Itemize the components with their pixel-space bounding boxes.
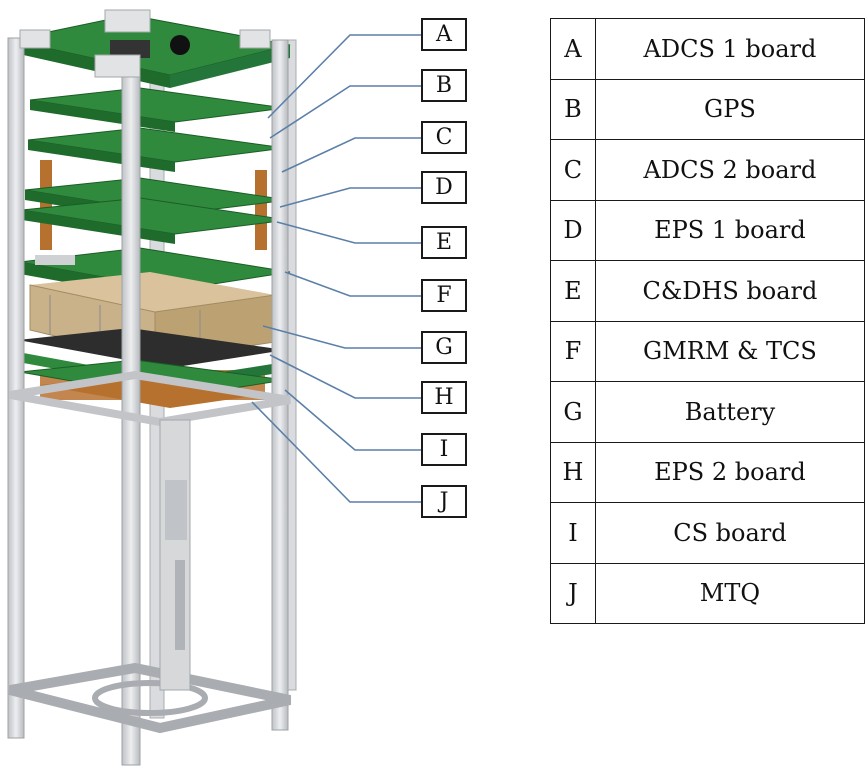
leader-line-a: [267, 34, 421, 119]
leader-line-j: [251, 401, 421, 503]
legend-key: C: [550, 139, 596, 201]
legend-label: EPS 2 board: [594, 441, 865, 503]
legend-label: ADCS 1 board: [594, 18, 865, 80]
leader-line-b: [269, 85, 421, 139]
callout-i: I: [421, 433, 467, 466]
legend-row: E C&DHS board: [550, 260, 865, 322]
legend-key: G: [550, 381, 596, 443]
legend-key: I: [550, 502, 596, 564]
leader-lines: [251, 34, 421, 503]
callout-b: B: [421, 69, 467, 102]
leader-line-i: [284, 389, 421, 451]
leader-line-g: [262, 325, 421, 349]
callout-e: E: [421, 226, 467, 259]
legend-row: H EPS 2 board: [550, 441, 865, 503]
legend-row: F GMRM & TCS: [550, 320, 865, 382]
legend-row: I CS board: [550, 502, 865, 564]
legend-label: CS board: [594, 502, 865, 564]
legend-key: B: [550, 78, 596, 140]
leader-line-d: [279, 187, 421, 208]
callout-d: D: [421, 171, 467, 204]
leader-line-h: [269, 354, 421, 399]
legend-row: B GPS: [550, 78, 865, 140]
legend-key: E: [550, 260, 596, 322]
legend-key: A: [550, 18, 596, 80]
legend-label: C&DHS board: [594, 260, 865, 322]
legend-key: F: [550, 320, 596, 382]
legend-row: C ADCS 2 board: [550, 139, 865, 201]
legend-label: EPS 1 board: [594, 199, 865, 261]
legend-row: J MTQ: [550, 562, 865, 624]
legend-row: A ADCS 1 board: [550, 18, 865, 80]
legend-table: A ADCS 1 board B GPS C ADCS 2 board D EP…: [550, 18, 865, 624]
legend-label: ADCS 2 board: [594, 139, 865, 201]
legend-label: Battery: [594, 381, 865, 443]
legend-row: D EPS 1 board: [550, 199, 865, 261]
legend-label: MTQ: [594, 562, 865, 624]
front-rails: [7, 9, 292, 766]
callout-c: C: [421, 121, 467, 154]
legend-label: GPS: [594, 78, 865, 140]
leader-line-c: [281, 137, 421, 173]
callout-a: A: [421, 18, 467, 51]
legend-key: D: [550, 199, 596, 261]
legend-row: G Battery: [550, 381, 865, 443]
leader-line-e: [276, 221, 421, 244]
pcb-stack: [9, 14, 291, 408]
legend-label: GMRM & TCS: [594, 320, 865, 382]
legend-key: J: [550, 562, 596, 624]
callout-f: F: [421, 279, 467, 312]
legend-key: H: [550, 441, 596, 503]
leader-line-f: [284, 271, 421, 297]
callout-h: H: [421, 381, 467, 414]
callout-j: J: [421, 485, 467, 518]
callout-g: G: [421, 331, 467, 364]
